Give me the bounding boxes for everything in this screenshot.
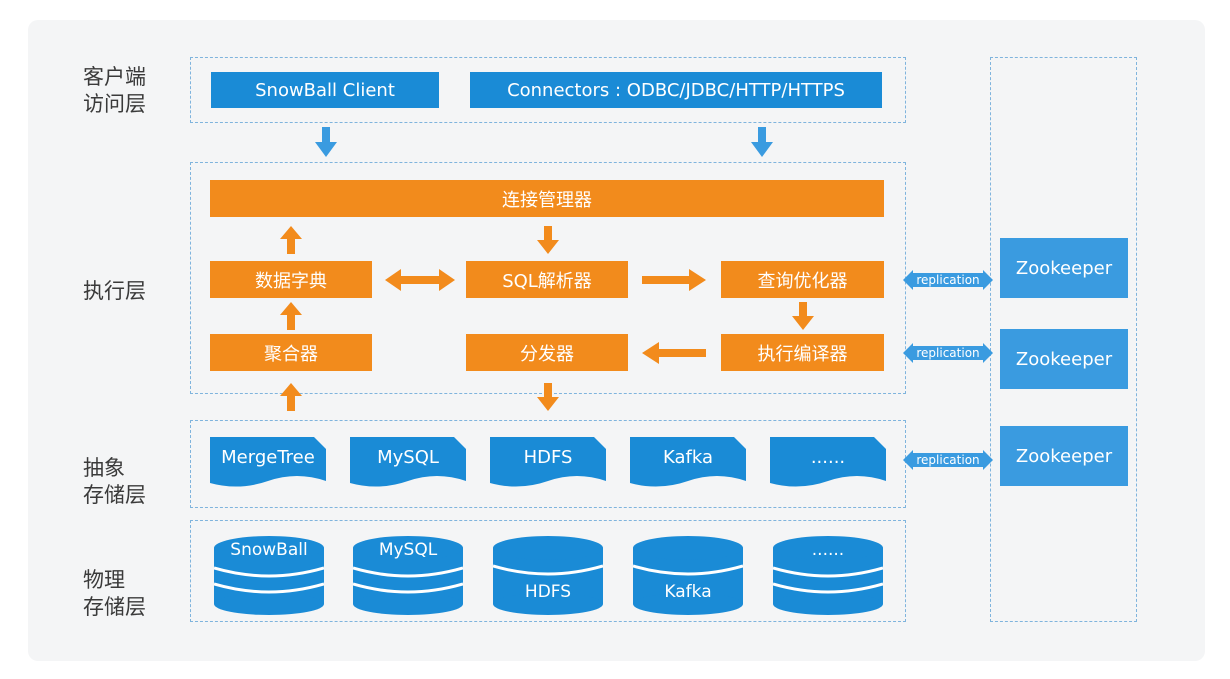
- zookeeper-box: [990, 57, 1137, 622]
- abstract-storage-item: MySQL: [350, 437, 466, 491]
- database-label: Kafka: [664, 582, 712, 602]
- exec-compiler-box: 执行编译器: [721, 334, 884, 371]
- connection-manager-box: 连接管理器: [210, 180, 884, 217]
- down-arrow-icon: [751, 127, 773, 157]
- down-arrow-icon: [537, 226, 559, 254]
- connectors-box: Connectors : ODBC/JDBC/HTTP/HTTPS: [470, 72, 882, 108]
- abstract-storage-item: MergeTree: [210, 437, 326, 491]
- client-layer-box: [190, 57, 906, 123]
- database-label: MySQL: [378, 540, 438, 560]
- database-icon: MySQL: [353, 536, 463, 616]
- dispatcher-box: 分发器: [466, 334, 628, 371]
- up-arrow-icon: [280, 383, 302, 411]
- sql-parser-box: SQL解析器: [466, 261, 628, 298]
- layer-label-execution: 执行层: [83, 279, 146, 303]
- down-arrow-icon: [537, 383, 559, 411]
- abstract-storage-label: HDFS: [523, 447, 573, 468]
- down-arrow-icon: [315, 127, 337, 157]
- replication-label: replication: [916, 273, 980, 287]
- database-icon: HDFS: [493, 536, 603, 616]
- abstract-storage-item: Kafka: [630, 437, 746, 491]
- replication-label: replication: [916, 453, 980, 467]
- replication-label: replication: [916, 346, 980, 360]
- database-label: ......: [811, 540, 845, 560]
- abstract-storage-label: Kafka: [663, 447, 713, 468]
- layer-label-client: 客户端 访问层: [83, 65, 146, 116]
- abstract-storage-label: MergeTree: [221, 447, 315, 468]
- down-arrow-icon: [792, 302, 814, 330]
- data-dictionary-box: 数据字典: [210, 261, 372, 298]
- layer-label-abstract-storage: 抽象 存储层: [83, 456, 146, 507]
- abstract-storage-label: MySQL: [377, 447, 439, 468]
- zookeeper-box-1: Zookeeper: [1000, 238, 1128, 298]
- replication-arrow: replication: [903, 270, 993, 290]
- replication-arrow: replication: [903, 450, 993, 470]
- database-icon: Kafka: [633, 536, 743, 616]
- up-arrow-icon: [280, 226, 302, 254]
- zookeeper-box-2: Zookeeper: [1000, 329, 1128, 389]
- right-arrow-icon: [642, 269, 706, 291]
- layer-label-physical-storage: 物理 存储层: [83, 568, 146, 619]
- replication-arrow: replication: [903, 343, 993, 363]
- query-optimizer-box: 查询优化器: [721, 261, 884, 298]
- database-icon: ......: [773, 536, 883, 616]
- zookeeper-box-3: Zookeeper: [1000, 426, 1128, 486]
- double-arrow-icon: [385, 269, 455, 291]
- abstract-storage-label: ......: [810, 447, 846, 468]
- snowball-client-box: SnowBall Client: [211, 72, 439, 108]
- abstract-storage-box: [190, 420, 906, 508]
- up-arrow-icon: [280, 302, 302, 330]
- database-label: SnowBall: [230, 540, 308, 560]
- abstract-storage-item: ......: [770, 437, 886, 491]
- database-label: HDFS: [524, 582, 572, 602]
- database-icon: SnowBall: [214, 536, 324, 616]
- left-arrow-icon: [642, 342, 706, 364]
- physical-storage-box: [190, 520, 906, 622]
- aggregator-box: 聚合器: [210, 334, 372, 371]
- abstract-storage-item: HDFS: [490, 437, 606, 491]
